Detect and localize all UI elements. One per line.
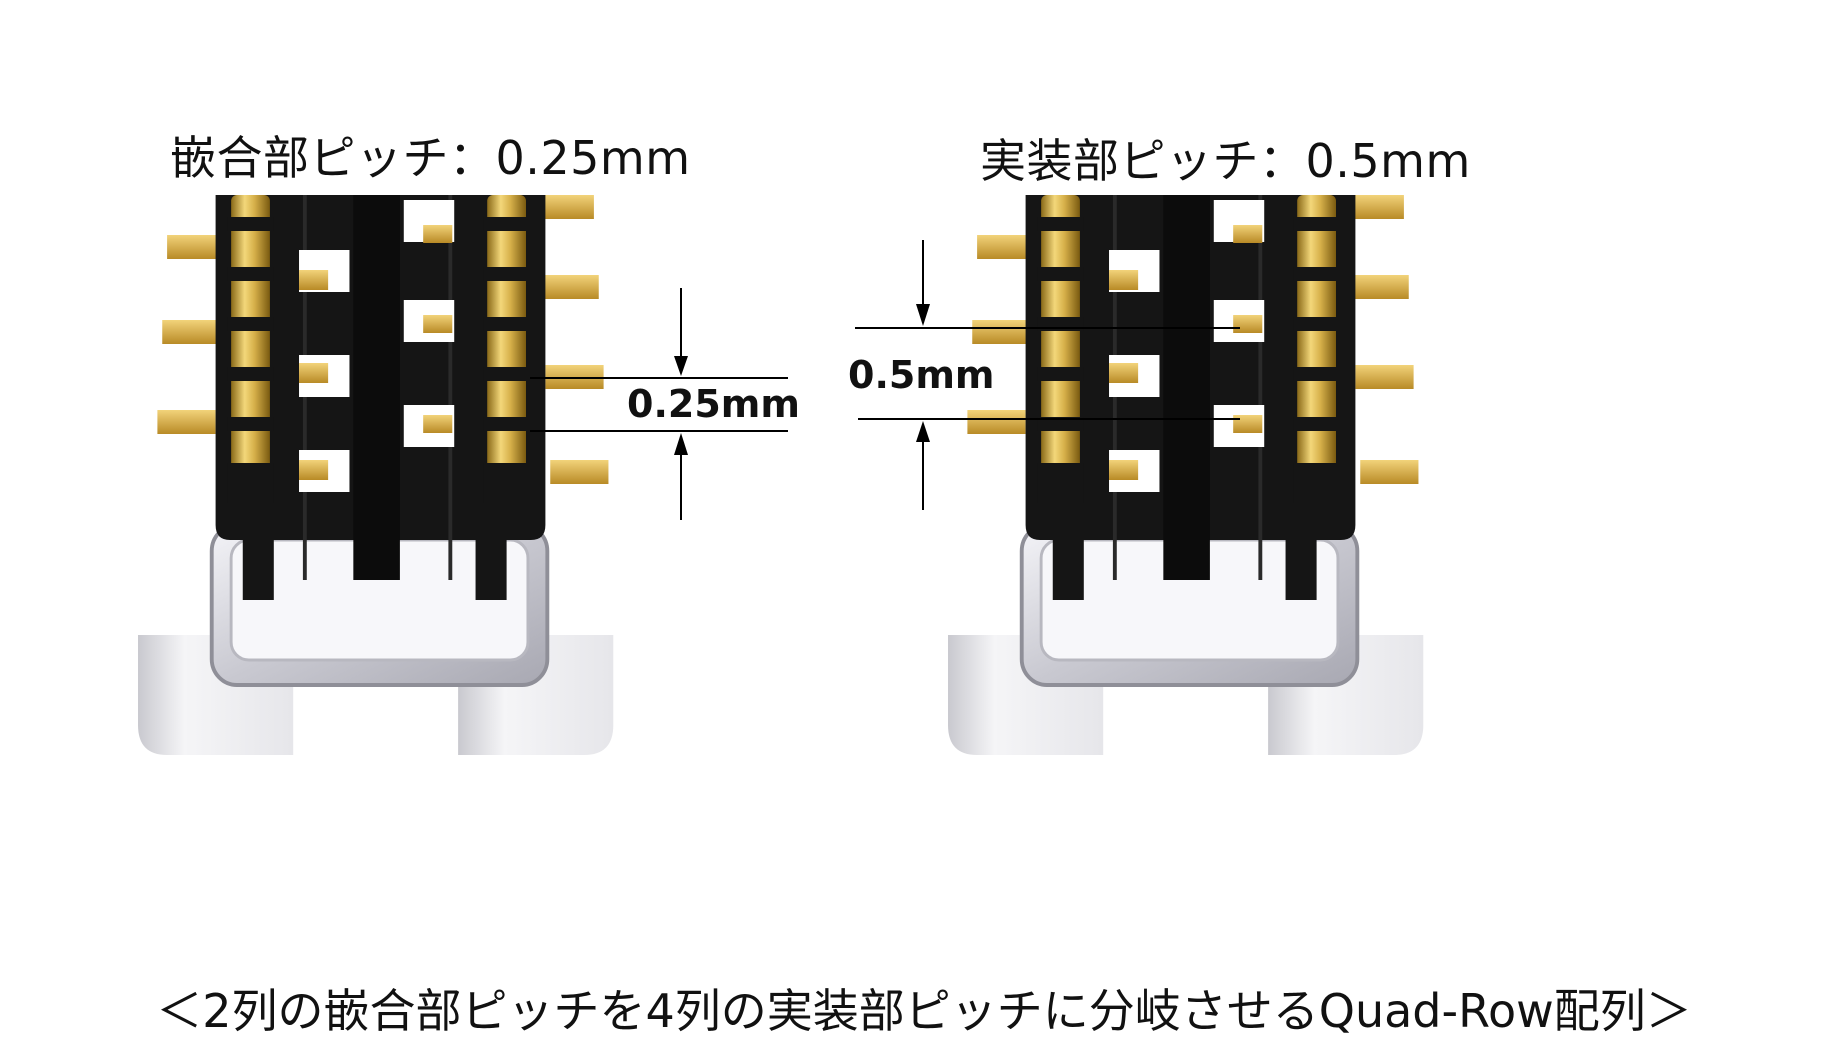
left-dimension-label: 0.25mm (627, 382, 800, 426)
right-dimension-label: 0.5mm (848, 353, 995, 397)
right-dimension-lines (855, 240, 1240, 510)
right-connector-image (946, 193, 1426, 757)
left-dimension-lines (530, 288, 788, 520)
left-panel-title: 嵌合部ピッチ：0.25mm (170, 131, 691, 185)
right-panel-title: 実装部ピッチ：0.5mm (980, 134, 1471, 188)
left-connector-image (136, 193, 616, 757)
figure-caption: ＜2列の嵌合部ピッチを4列の実装部ピッチに分岐させるQuad-Row配列＞ (156, 984, 1692, 1038)
